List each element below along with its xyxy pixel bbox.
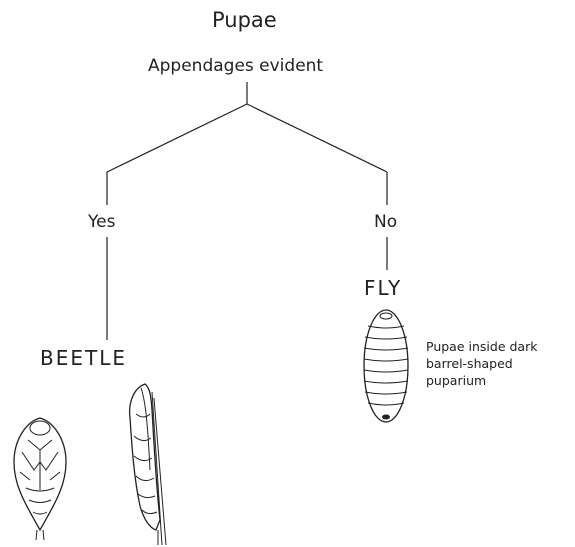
beetle-pupa-ventral-illustration bbox=[14, 418, 66, 540]
fly-note-line: barrel-shaped bbox=[426, 355, 537, 372]
right-branch-line bbox=[247, 104, 387, 172]
left-branch-line bbox=[107, 104, 247, 172]
beetle-pupa-lateral-illustration bbox=[130, 384, 166, 545]
fly-puparium-illustration bbox=[364, 310, 408, 422]
fly-note-line: Pupae inside dark bbox=[426, 338, 537, 355]
fly-result-label: FLY bbox=[364, 278, 402, 298]
key-question: Appendages evident bbox=[148, 58, 323, 75]
yes-branch-label: Yes bbox=[88, 214, 115, 231]
fly-puparium-note: Pupae inside dark barrel-shaped puparium bbox=[426, 338, 537, 389]
fly-note-line: puparium bbox=[426, 372, 537, 389]
diagram-title: Pupae bbox=[212, 10, 277, 31]
beetle-result-label: BEETLE bbox=[40, 348, 127, 368]
no-branch-label: No bbox=[374, 214, 397, 231]
